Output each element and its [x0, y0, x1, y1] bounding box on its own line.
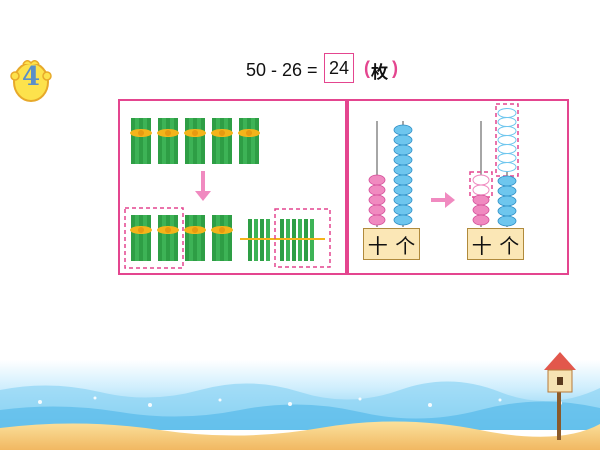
bundle-bottom-2 — [157, 215, 179, 261]
answer-box — [324, 53, 354, 83]
right-tens-label: 十 — [471, 233, 492, 258]
right-ones-label: 个 — [499, 233, 520, 258]
problem-number: 4 — [21, 62, 41, 92]
left-tens-beads — [368, 174, 386, 226]
dashed-group-sticks — [274, 208, 331, 268]
right-ones-removed — [497, 108, 517, 172]
left-ones-label: 个 — [395, 233, 416, 258]
arrow-down-icon — [195, 171, 211, 201]
answer-value: 24 — [328, 58, 350, 78]
bundle-top-4 — [211, 118, 233, 164]
bundle-top-2 — [157, 118, 179, 164]
equation-expression: 50 - 26 = — [246, 60, 318, 80]
unit-label: 枚 — [371, 63, 388, 83]
loose-sticks — [240, 219, 325, 261]
bundle-bottom-1 — [130, 215, 152, 261]
unit-paren-close: ) — [392, 58, 398, 78]
bundle-bottom-4 — [211, 215, 233, 261]
beach-background — [0, 360, 600, 450]
dashed-group-bundles — [124, 207, 184, 269]
sticks-illustration — [124, 118, 331, 269]
arrow-right-icon — [431, 192, 455, 208]
left-ones-beads — [393, 124, 413, 226]
abacus-illustration — [368, 103, 519, 227]
right-tens-beads — [472, 194, 490, 226]
bundle-top-3 — [184, 118, 206, 164]
bundle-top-5 — [238, 118, 260, 164]
birdhouse-icon — [544, 352, 576, 440]
number-badge-icon — [10, 60, 52, 102]
bundle-bottom-3 — [184, 215, 206, 261]
right-ones-beads — [497, 175, 517, 227]
abacus-panel — [347, 99, 569, 275]
right-abacus-label: 十 个 — [467, 228, 524, 260]
sticks-panel — [118, 99, 347, 275]
unit-paren-open: ( — [364, 58, 370, 78]
left-abacus-label: 十 个 — [363, 228, 420, 260]
left-tens-label: 十 — [367, 233, 388, 258]
bundle-top-1 — [130, 118, 152, 164]
